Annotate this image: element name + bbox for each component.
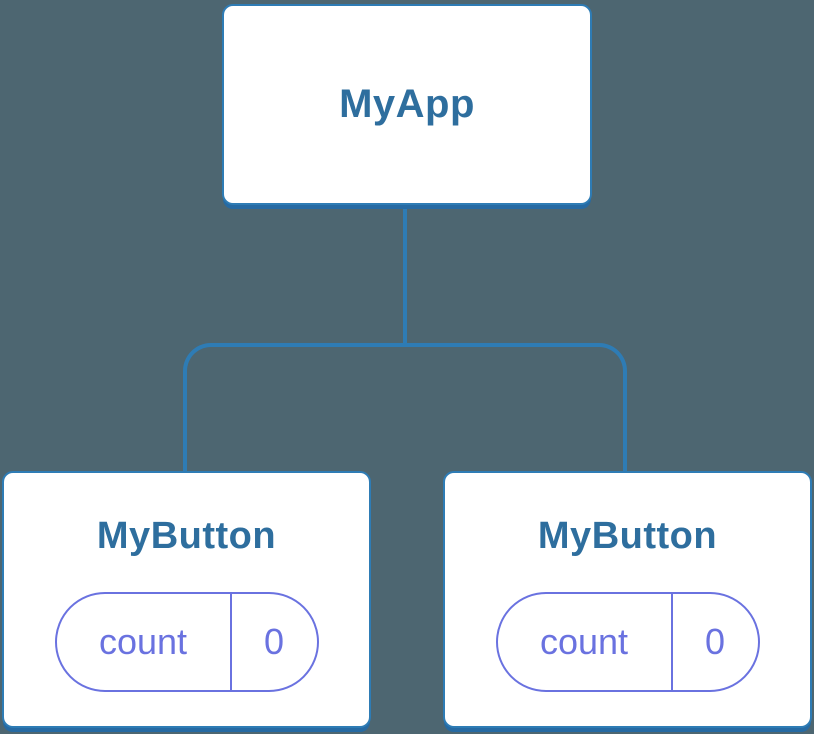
component-label: MyButton <box>537 515 718 557</box>
component-node-myapp: MyApp <box>222 4 592 205</box>
tree-connector-stem <box>403 205 407 347</box>
tree-connector-bracket <box>183 343 627 471</box>
component-label: MyApp <box>339 82 475 126</box>
state-value: 0 <box>704 621 726 662</box>
state-key: count <box>539 621 629 662</box>
state-key: count <box>98 621 188 662</box>
state-pill: count 0 <box>495 592 760 692</box>
state-value-cell: 0 <box>670 594 758 690</box>
component-node-mybutton-left: MyButton count 0 <box>2 471 371 728</box>
component-label: MyButton <box>96 515 277 557</box>
state-value: 0 <box>263 621 285 662</box>
state-value-cell: 0 <box>229 594 317 690</box>
state-pill: count 0 <box>54 592 319 692</box>
component-node-mybutton-right: MyButton count 0 <box>443 471 812 728</box>
state-key-cell: count <box>498 594 671 690</box>
state-key-cell: count <box>57 594 230 690</box>
